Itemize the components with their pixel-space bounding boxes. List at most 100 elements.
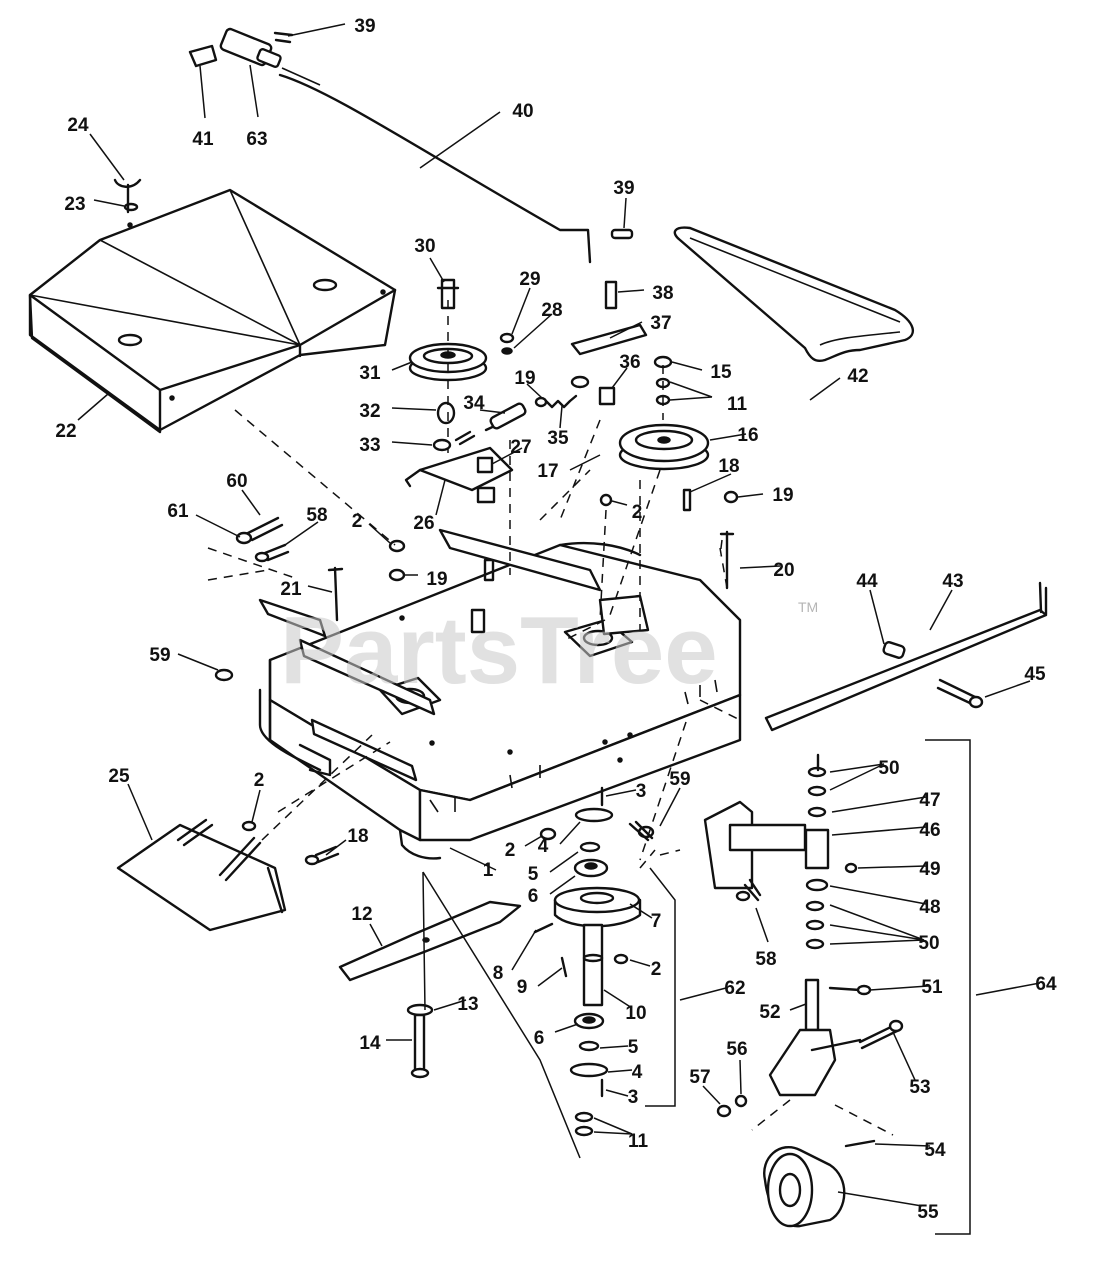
callout-17: 17	[537, 461, 558, 482]
callout-11: 11	[727, 394, 748, 415]
idler-arm	[404, 446, 514, 504]
callout-50: 50	[878, 758, 899, 779]
caster-wheel-assembly	[703, 753, 904, 1228]
callout-40: 40	[512, 101, 533, 122]
callout-2: 2	[505, 840, 516, 861]
callout-61: 61	[167, 501, 189, 522]
group-64-bracket	[925, 739, 971, 1235]
callout-24: 24	[67, 115, 89, 136]
callout-48: 48	[919, 897, 940, 918]
drive-belt	[673, 226, 915, 362]
callout-43: 43	[942, 571, 963, 592]
callout-30: 30	[414, 236, 435, 257]
callout-11: 11	[628, 1131, 649, 1152]
callout-2: 2	[632, 502, 643, 523]
callout-37: 37	[650, 313, 671, 334]
callout-47: 47	[919, 790, 940, 811]
group-62-bracket	[645, 867, 676, 1107]
callout-59: 59	[669, 769, 690, 790]
cable-bracket	[570, 280, 648, 406]
callout-8: 8	[493, 963, 504, 984]
callout-2: 2	[352, 511, 363, 532]
callout-6: 6	[528, 886, 539, 907]
callout-53: 53	[909, 1077, 930, 1098]
callout-3: 3	[636, 781, 647, 802]
callout-14: 14	[359, 1033, 381, 1054]
callout-59: 59	[149, 645, 170, 666]
callout-39: 39	[613, 178, 634, 199]
callout-2: 2	[651, 959, 662, 980]
callout-leader-lines	[77, 23, 1041, 1207]
callout-35: 35	[547, 428, 569, 449]
callout-27: 27	[510, 437, 531, 458]
deck-bolt-18	[304, 845, 340, 866]
callout-16: 16	[737, 425, 758, 446]
callout-57: 57	[689, 1067, 710, 1088]
callout-19: 19	[426, 569, 447, 590]
callout-33: 33	[359, 435, 380, 456]
callout-56: 56	[726, 1039, 747, 1060]
callout-4: 4	[632, 1062, 643, 1083]
callout-63: 63	[246, 129, 267, 150]
belt-cover	[28, 188, 397, 434]
cutting-blade	[338, 900, 522, 1079]
callout-7: 7	[651, 911, 662, 932]
deck-rails	[258, 528, 650, 782]
callout-2: 2	[254, 770, 265, 791]
control-cable-assembly	[188, 27, 634, 264]
callout-10: 10	[625, 1003, 646, 1024]
callout-44: 44	[856, 571, 878, 592]
blade-guide-lines	[422, 871, 581, 1159]
callout-29: 29	[519, 269, 540, 290]
callout-1: 1	[483, 860, 494, 881]
callout-58: 58	[755, 949, 776, 970]
callout-38: 38	[652, 283, 673, 304]
callout-39: 39	[354, 16, 375, 37]
spindle-assembly	[533, 786, 655, 1137]
callout-41: 41	[192, 129, 214, 150]
callout-49: 49	[919, 859, 940, 880]
callout-31: 31	[359, 363, 381, 384]
callout-5: 5	[628, 1037, 639, 1058]
callout-60: 60	[226, 471, 247, 492]
stabilizer-bar	[764, 581, 1048, 732]
callout-18: 18	[718, 456, 739, 477]
callout-3: 3	[628, 1087, 639, 1108]
idler-pulley-stack	[408, 278, 488, 460]
callout-50: 50	[918, 933, 939, 954]
tension-spring	[454, 332, 590, 446]
callout-62: 62	[724, 978, 745, 999]
discharge-chute	[116, 734, 391, 932]
callout-12: 12	[351, 904, 372, 925]
callout-55: 55	[917, 1202, 939, 1223]
callout-34: 34	[463, 393, 485, 414]
callout-32: 32	[359, 401, 380, 422]
callout-52: 52	[759, 1002, 780, 1023]
deck-fasteners-left	[207, 516, 406, 682]
callout-36: 36	[619, 352, 640, 373]
assembly-dashed-lines	[234, 409, 741, 869]
callout-46: 46	[919, 820, 940, 841]
callout-42: 42	[847, 366, 868, 387]
callout-64: 64	[1035, 974, 1057, 995]
callout-28: 28	[541, 300, 562, 321]
callout-19: 19	[772, 485, 793, 506]
callout-22: 22	[55, 421, 76, 442]
callout-51: 51	[921, 977, 943, 998]
watermark-trademark: TM	[798, 599, 818, 615]
callout-45: 45	[1024, 664, 1046, 685]
callout-13: 13	[457, 994, 478, 1015]
callout-58: 58	[306, 505, 327, 526]
callout-4: 4	[538, 836, 549, 857]
callout-25: 25	[108, 766, 130, 787]
callout-54: 54	[924, 1140, 946, 1161]
callout-5: 5	[528, 864, 539, 885]
callout-6: 6	[534, 1028, 545, 1049]
callout-26: 26	[413, 513, 434, 534]
callout-18: 18	[347, 826, 368, 847]
callout-15: 15	[710, 362, 732, 383]
cover-knob	[113, 178, 142, 214]
